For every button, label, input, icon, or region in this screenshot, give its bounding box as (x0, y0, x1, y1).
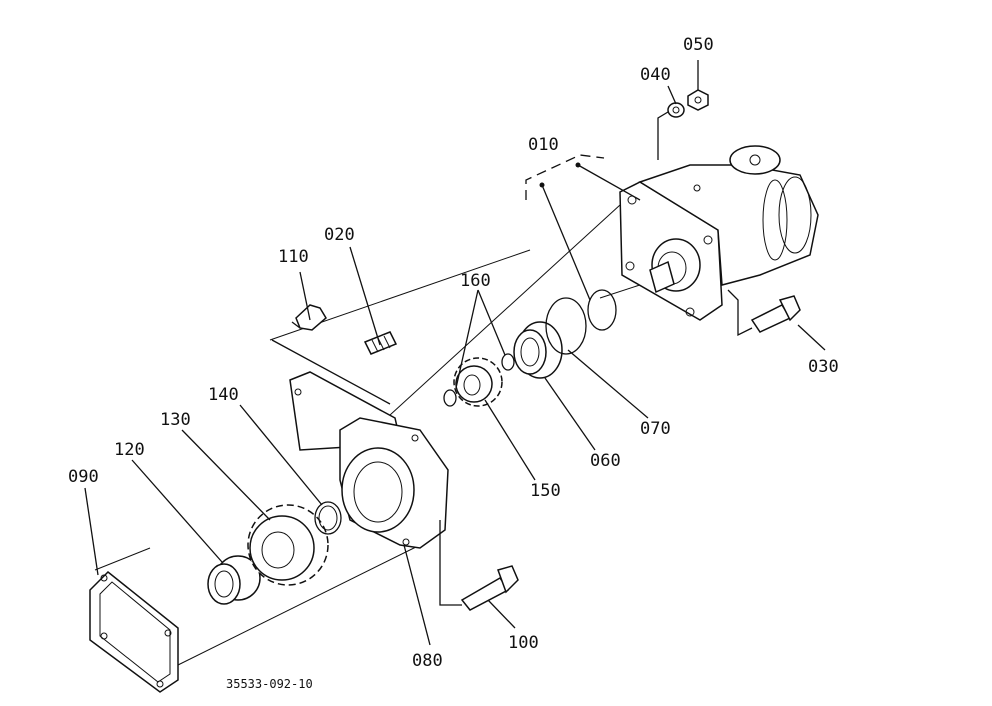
callout-020: 020 (324, 225, 355, 245)
callout-110: 110 (278, 247, 309, 267)
part-020-stud (363, 331, 398, 355)
callout-labels: 010 020 030 040 050 060 070 080 090 100 … (68, 35, 839, 691)
part-080-housing (289, 371, 449, 549)
part-040-washer (667, 102, 685, 118)
part-130-gear (247, 504, 329, 586)
callout-130: 130 (160, 410, 191, 430)
callout-080: 080 (412, 651, 443, 671)
part-050-nut (687, 89, 709, 111)
callout-070: 070 (640, 419, 671, 439)
drawing-code: 35533-092-10 (226, 677, 313, 691)
callout-030: 030 (808, 357, 839, 377)
part-030-bolt (750, 295, 801, 333)
part-160-rings (443, 353, 515, 407)
part-010-pump (619, 145, 819, 321)
part-060-seal (513, 321, 563, 379)
callout-060: 060 (590, 451, 621, 471)
callout-160: 160 (460, 271, 491, 291)
part-110-bolt (291, 304, 327, 331)
part-100-bolt (460, 565, 519, 611)
leader-lines (84, 60, 826, 646)
part-070-o-rings (545, 289, 617, 355)
callout-140: 140 (208, 385, 239, 405)
callout-120: 120 (114, 440, 145, 460)
part-150-gear (453, 357, 503, 407)
callout-100: 100 (508, 633, 539, 653)
callout-050: 050 (683, 35, 714, 55)
callout-010: 010 (528, 135, 559, 155)
part-120-bushing (207, 555, 261, 605)
part-140-snap-ring (314, 501, 342, 535)
callout-150: 150 (530, 481, 561, 501)
group-bracket-010 (525, 154, 605, 200)
callout-090: 090 (68, 467, 99, 487)
callout-040: 040 (640, 65, 671, 85)
part-090-gasket (89, 570, 179, 693)
